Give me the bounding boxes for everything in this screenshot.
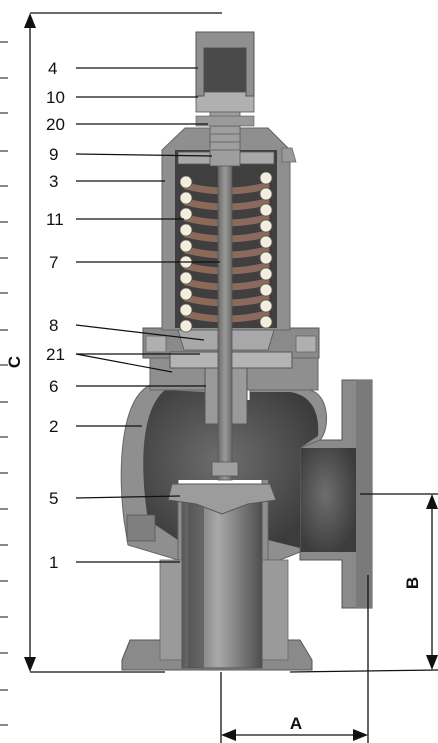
part-label-2: 2 (49, 417, 58, 436)
dimension-c-label: C (5, 356, 24, 368)
cap-inner (204, 48, 246, 92)
part-label-20: 20 (46, 115, 65, 134)
part-label-4: 4 (48, 59, 57, 78)
inlet-right-wall (257, 559, 289, 661)
part-label-11: 11 (46, 210, 64, 229)
part-label-6: 6 (49, 377, 58, 396)
part-number-labels: 4 10 20 9 3 11 7 8 21 6 2 5 1 (46, 59, 65, 572)
part-label-5: 5 (49, 489, 58, 508)
part-label-7: 7 (49, 253, 58, 272)
part-label-9: 9 (49, 145, 58, 164)
part-label-3: 3 (49, 172, 58, 191)
nozzle-bore-shadow (188, 500, 204, 668)
locknut (195, 91, 255, 113)
spring-cut-balls-right (259, 171, 273, 329)
leader-lines (75, 67, 220, 563)
dimension-b (289, 493, 438, 673)
bolt-right (295, 335, 317, 353)
part-label-8: 8 (49, 316, 58, 335)
bolt-left (145, 335, 167, 353)
cap-gasket (195, 115, 255, 127)
left-tick-marks (0, 41, 8, 726)
dimension-b-label: B (403, 577, 422, 589)
spring-cut-balls-left (179, 175, 193, 333)
part-label-10: 10 (46, 88, 65, 107)
part-label-1: 1 (49, 553, 58, 572)
body-drain (126, 514, 156, 542)
dimension-a-label: A (290, 714, 302, 733)
bonnet-ear (281, 147, 297, 163)
disc (167, 483, 277, 515)
part-label-21: 21 (46, 345, 65, 364)
stem-lower-collar (211, 461, 239, 477)
dimension-a (220, 575, 369, 743)
outlet-bore (300, 448, 356, 552)
valve-body (120, 327, 373, 671)
cap-assembly (195, 31, 255, 167)
dimension-c (24, 12, 222, 673)
